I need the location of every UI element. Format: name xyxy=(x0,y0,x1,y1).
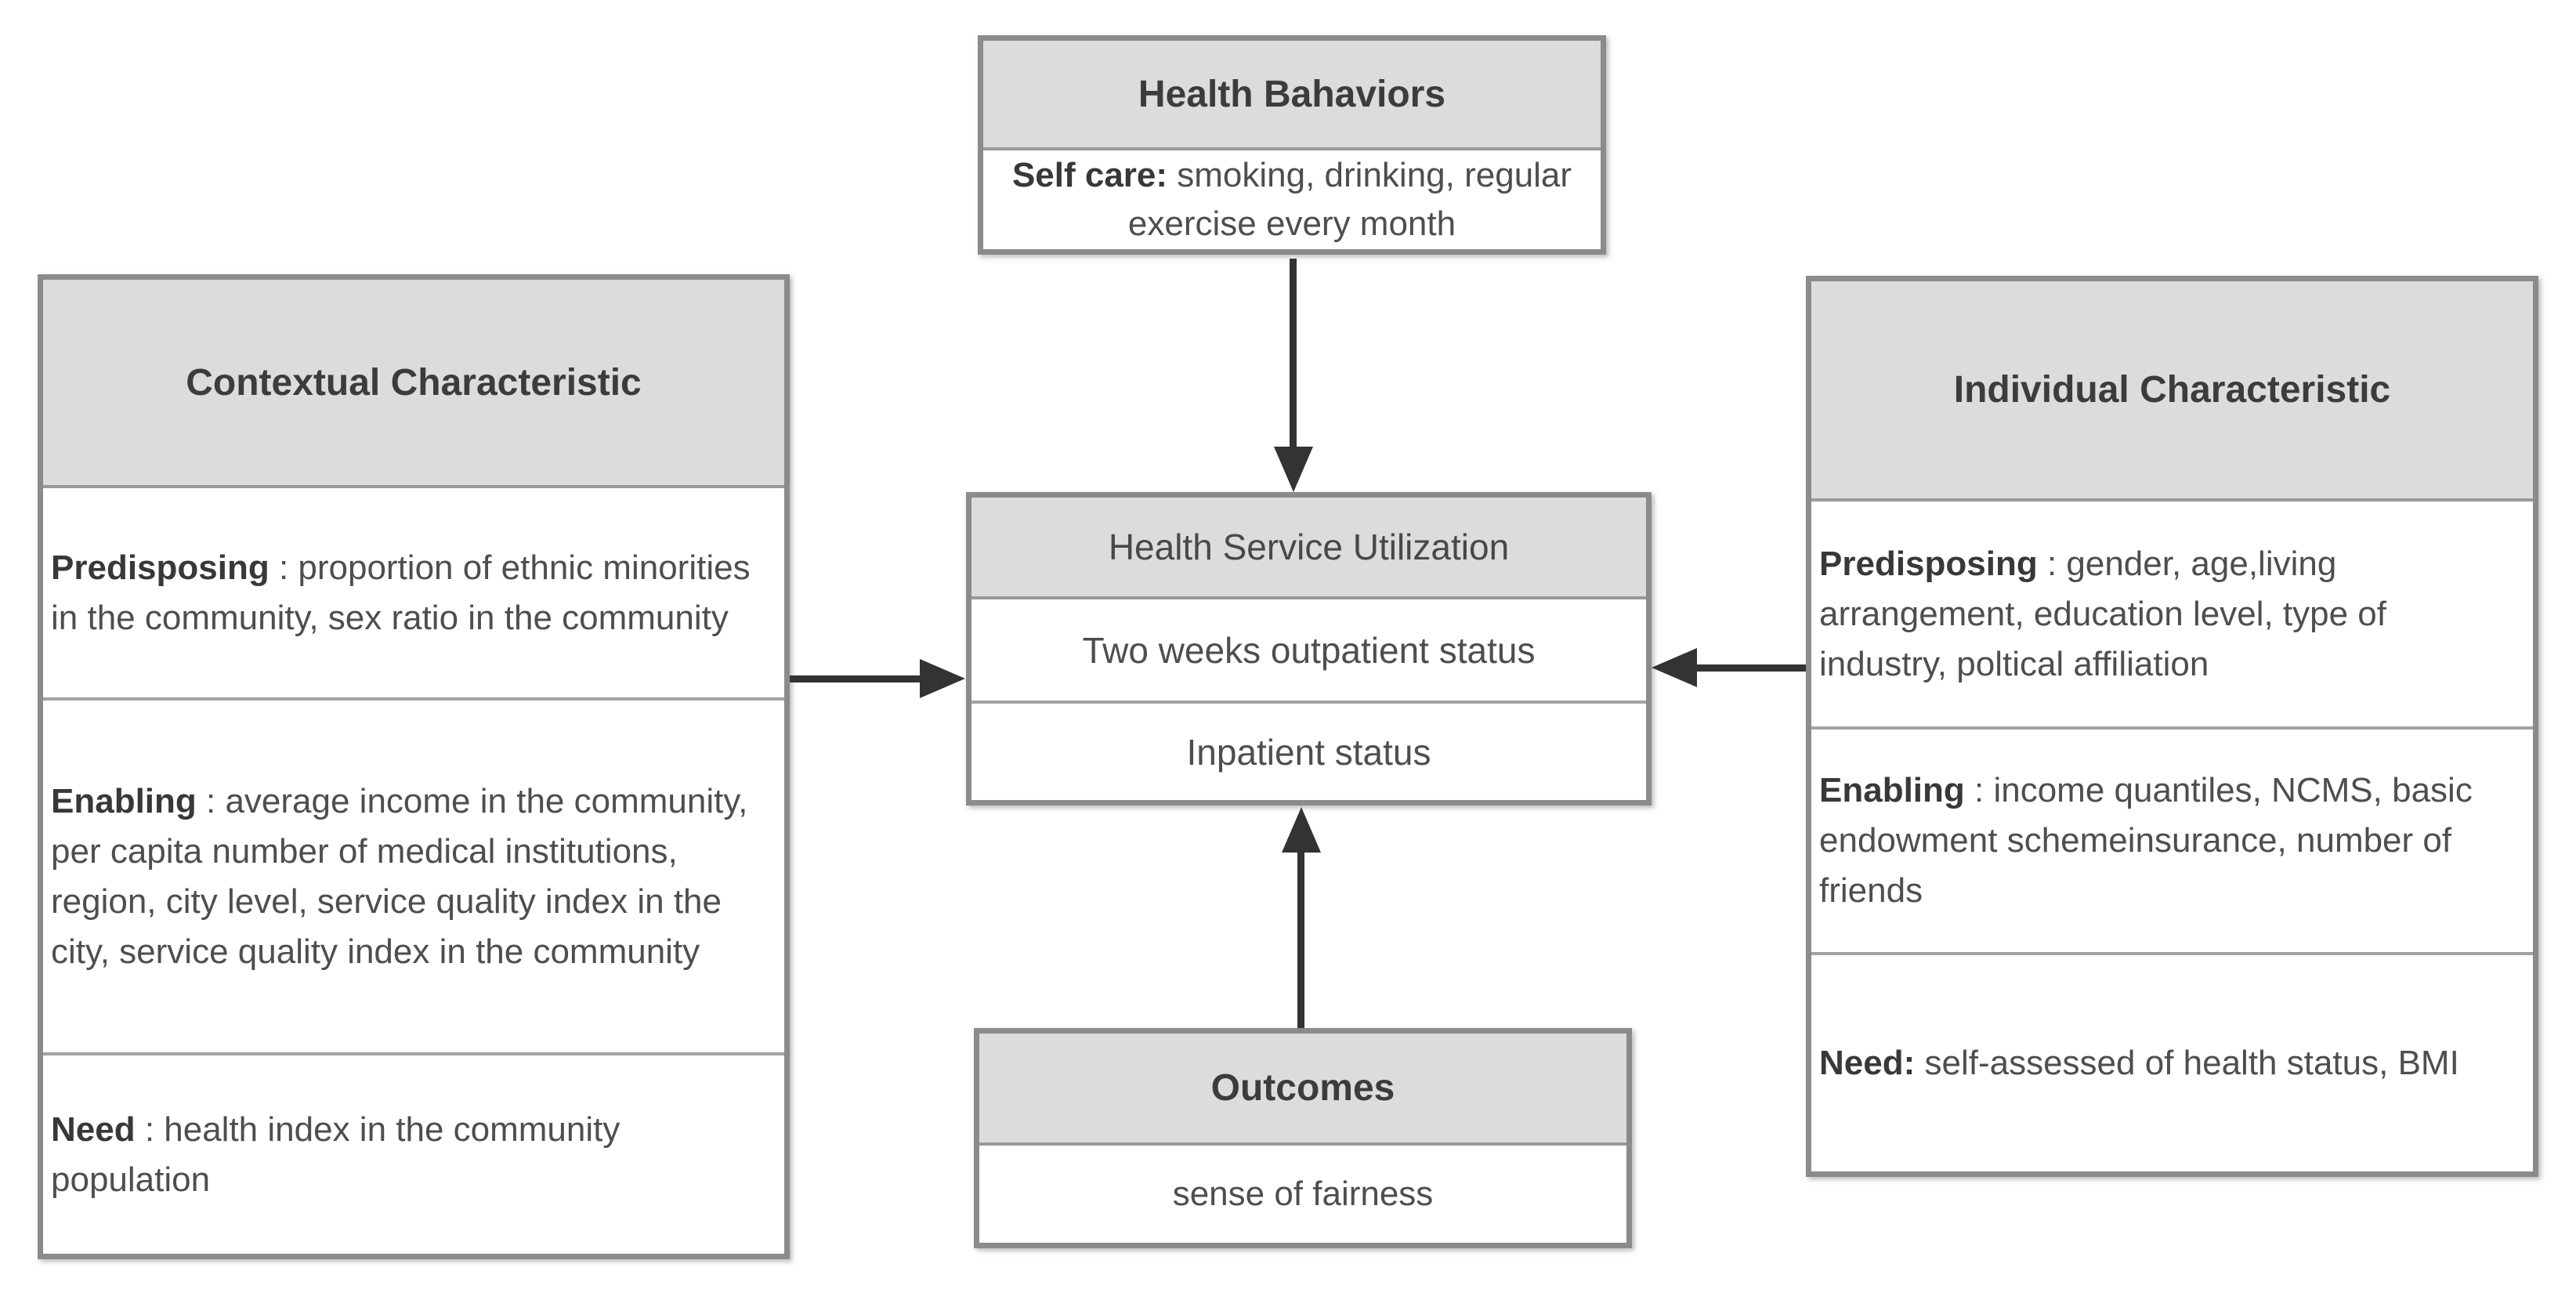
box-health-behaviors: Health Bahaviors Self care: smoking, dri… xyxy=(978,35,1606,255)
individual-predisposing-label: Predisposing xyxy=(1819,544,2038,583)
utilization-title: Health Service Utilization xyxy=(971,498,1646,599)
box-contextual-characteristic: Contextual Characteristic Predisposing :… xyxy=(38,274,790,1259)
utilization-row-outpatient: Two weeks outpatient status xyxy=(1082,629,1536,671)
utilization-row-inpatient: Inpatient status xyxy=(971,701,1646,800)
arrow-shaft xyxy=(1290,259,1297,451)
individual-need-text: self-assessed of health status, BMI xyxy=(1915,1044,2459,1082)
outcomes-body: sense of fairness xyxy=(1172,1175,1434,1213)
contextual-predisposing-label: Predisposing xyxy=(51,548,270,587)
contextual-need-text: : health index in the community populati… xyxy=(51,1110,630,1199)
outcomes-title: Outcomes xyxy=(979,1034,1626,1146)
box-health-service-utilization: Health Service Utilization Two weeks out… xyxy=(966,492,1652,806)
contextual-section-need: Need : health index in the community pop… xyxy=(43,1052,784,1254)
contextual-title: Contextual Characteristic xyxy=(43,280,784,488)
box-outcomes: Outcomes sense of fairness xyxy=(974,1028,1632,1248)
arrow-down-icon xyxy=(1274,447,1313,492)
contextual-need-label: Need xyxy=(51,1110,136,1149)
contextual-predisposing-text: : proportion of ethnic minorities in the… xyxy=(51,548,760,637)
individual-enabling-text: : income quantiles, NCMS, basic endowmen… xyxy=(1819,771,2483,910)
individual-section-need: Need: self-assessed of health status, BM… xyxy=(1811,952,2533,1171)
contextual-section-enabling: Enabling : average income in the communi… xyxy=(43,697,784,1052)
individual-title: Individual Characteristic xyxy=(1811,281,2533,501)
self-care-label: Self care: xyxy=(1011,156,1168,194)
health-behaviors-body: Self care: smoking, drinking, regular ex… xyxy=(983,150,1601,249)
contextual-enabling-label: Enabling xyxy=(51,781,197,820)
contextual-section-predisposing: Predisposing : proportion of ethnic mino… xyxy=(43,488,784,697)
arrow-shaft xyxy=(790,675,923,682)
individual-section-predisposing: Predisposing : gender, age,living arrang… xyxy=(1811,501,2533,726)
individual-need-label: Need: xyxy=(1819,1044,1916,1082)
contextual-enabling-text: : average income in the community, per c… xyxy=(51,781,758,971)
arrow-shaft xyxy=(1297,849,1304,1028)
individual-enabling-label: Enabling xyxy=(1819,771,1965,809)
arrow-shaft xyxy=(1697,664,1806,672)
health-behaviors-title: Health Bahaviors xyxy=(983,41,1601,150)
arrow-left-icon xyxy=(1652,648,1697,687)
box-individual-characteristic: Individual Characteristic Predisposing :… xyxy=(1806,276,2538,1177)
self-care-text: smoking, drinking, regular exercise ever… xyxy=(1127,156,1582,243)
arrow-up-icon xyxy=(1282,807,1321,853)
arrow-right-icon xyxy=(920,659,965,698)
individual-section-enabling: Enabling : income quantiles, NCMS, basic… xyxy=(1811,726,2533,952)
individual-predisposing-text: : gender, age,living arrangement, educat… xyxy=(1819,544,2397,683)
